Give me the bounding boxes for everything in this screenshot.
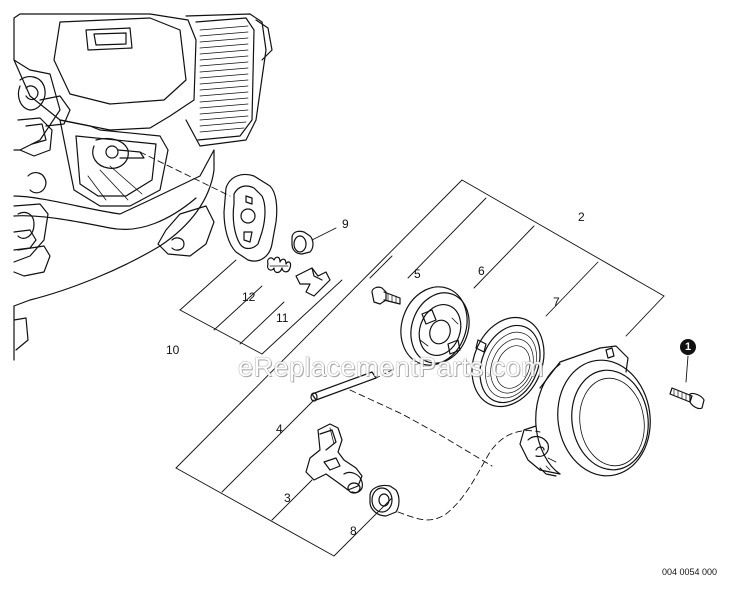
callout-7: 7 bbox=[553, 295, 560, 309]
part-12-spring bbox=[267, 256, 292, 274]
shaft-centerline bbox=[139, 151, 231, 197]
part-4-pin bbox=[310, 369, 393, 402]
callout-3: 3 bbox=[284, 491, 291, 505]
starter-cover bbox=[519, 345, 651, 477]
callout-5: 5 bbox=[414, 267, 421, 281]
diagram-code: 004 0054 000 bbox=[662, 567, 718, 577]
part-11-pawl bbox=[295, 267, 331, 297]
starter-bracket bbox=[223, 173, 278, 262]
callout-9: 9 bbox=[342, 217, 349, 231]
callout-8: 8 bbox=[350, 524, 357, 538]
part-1-screw bbox=[669, 355, 705, 410]
callout-4: 4 bbox=[276, 422, 283, 436]
part-8-grommet bbox=[369, 484, 400, 517]
engine-housing bbox=[13, 13, 273, 361]
part-5-bolt bbox=[371, 286, 401, 305]
part-7-recoil-spring bbox=[471, 316, 545, 408]
starter-rope-path bbox=[349, 389, 541, 521]
callout-6: 6 bbox=[478, 264, 485, 278]
callout-12: 12 bbox=[242, 290, 256, 304]
part-9-nut bbox=[291, 227, 337, 255]
watermark: eReplacementParts.com bbox=[238, 352, 545, 382]
callout-10: 10 bbox=[166, 343, 180, 357]
part-6-pulley bbox=[400, 286, 470, 366]
part-3-handle bbox=[305, 423, 363, 494]
subassembly-box-10 bbox=[179, 259, 343, 355]
callout-1: 1 bbox=[680, 339, 696, 355]
subassembly-box-2 bbox=[175, 179, 665, 557]
callout-11: 11 bbox=[276, 311, 289, 325]
callout-2: 2 bbox=[578, 210, 585, 224]
